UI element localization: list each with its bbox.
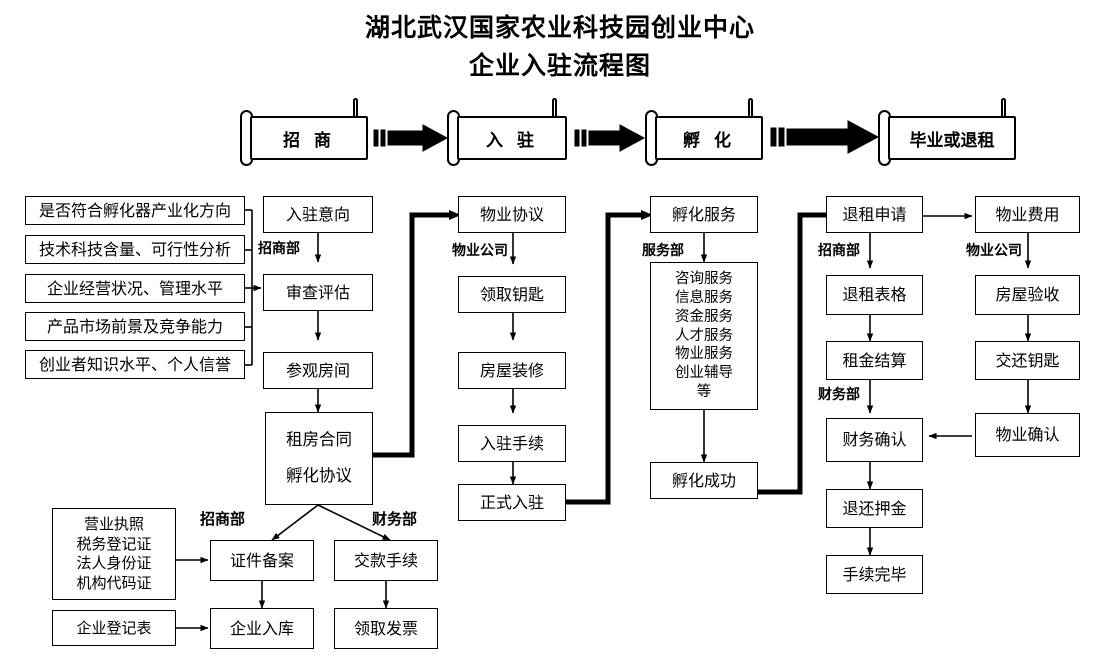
node-finance-confirm[interactable]: 财务确认 (826, 418, 923, 462)
node-get-keys[interactable]: 领取钥匙 (458, 276, 566, 313)
node-incubation-service[interactable]: 孵化服务 (650, 196, 758, 233)
node-move-in-procedure[interactable]: 入驻手续 (458, 425, 566, 462)
phase-banner-3[interactable]: 孵 化 (645, 98, 763, 166)
service-item: 创业辅导 (675, 365, 733, 382)
dept-label-service: 服务部 (642, 243, 684, 259)
phase-arrow-1 (373, 124, 449, 152)
node-property-agreement[interactable]: 物业协议 (458, 196, 566, 233)
node-exit-application[interactable]: 退租申请 (826, 196, 923, 233)
node-deposit-refund[interactable]: 退还押金 (826, 489, 923, 528)
link-movein-to-incubation (566, 212, 642, 505)
node-exit-form[interactable]: 退租表格 (826, 275, 923, 315)
phase-label: 孵 化 (655, 116, 763, 160)
dept-label-property-2: 物业公司 (966, 243, 1022, 259)
service-item: 资金服务 (675, 308, 733, 325)
phase-label: 招 商 (250, 116, 368, 160)
contract-line-1: 租房合同 (286, 430, 352, 450)
criteria-box-4[interactable]: 产品市场前景及竞争能力 (25, 312, 245, 341)
node-official-move-in[interactable]: 正式入驻 (458, 484, 566, 521)
criteria-box-2[interactable]: 技术科技含量、可行性分析 (25, 235, 245, 264)
node-room-visit[interactable]: 参观房间 (263, 352, 373, 389)
service-item: 咨询服务 (675, 271, 733, 288)
document-item: 法人身份证 (76, 554, 152, 572)
document-item: 税务登记证 (76, 534, 152, 553)
criteria-bracket (245, 209, 262, 366)
node-renovation[interactable]: 房屋装修 (458, 352, 566, 389)
phase-banner-1[interactable]: 招 商 (240, 98, 368, 166)
criteria-box-3[interactable]: 企业经营状况、管理水平 (25, 274, 245, 303)
phase-arrow-2 (574, 124, 646, 152)
phase-arrow-3 (770, 120, 880, 154)
node-move-in-intent[interactable]: 入驻意向 (263, 196, 373, 233)
node-return-keys[interactable]: 交还钥匙 (975, 341, 1080, 380)
node-procedure-complete[interactable]: 手续完毕 (826, 555, 923, 594)
node-receive-invoice[interactable]: 领取发票 (334, 608, 438, 649)
document-item: 机构代码证 (76, 573, 152, 592)
page-title-line2: 企业入驻流程图 (468, 51, 651, 80)
page-title-line1: 湖北武汉国家农业科技园创业中心 (364, 13, 755, 42)
phase-banner-2[interactable]: 入 驻 (447, 98, 567, 166)
node-incubation-success[interactable]: 孵化成功 (650, 462, 758, 499)
link-contract-to-property (371, 212, 450, 458)
node-review-assessment[interactable]: 审查评估 (263, 274, 373, 311)
dept-label-investment-3: 招商部 (200, 510, 246, 528)
dept-label-finance-1: 财务部 (818, 387, 860, 403)
document-item: 营业执照 (83, 515, 144, 533)
node-rent-settlement[interactable]: 租金结算 (826, 341, 923, 380)
dept-label-finance-2: 财务部 (372, 510, 418, 528)
dept-label-property-1: 物业公司 (452, 243, 508, 259)
node-enterprise-database[interactable]: 企业入库 (210, 608, 314, 649)
node-document-list[interactable]: 营业执照 税务登记证 法人身份证 机构代码证 (52, 508, 176, 600)
phase-label: 入 驻 (457, 116, 567, 160)
node-property-confirm[interactable]: 物业确认 (975, 413, 1080, 457)
service-item: 信息服务 (675, 289, 733, 306)
contract-line-2: 孵化协议 (286, 465, 352, 485)
phase-banner-4[interactable]: 毕业或退租 (878, 98, 1016, 166)
node-service-list[interactable]: 咨询服务 信息服务 资金服务 人才服务 物业服务 创业辅导 等 (650, 262, 758, 410)
criteria-box-1[interactable]: 是否符合孵化器产业化方向 (25, 196, 245, 225)
criteria-box-5[interactable]: 创业者知识水平、个人信誉 (25, 350, 245, 379)
dept-label-investment-1: 招商部 (258, 241, 300, 257)
dept-label-investment-2: 招商部 (818, 243, 860, 259)
node-house-inspection[interactable]: 房屋验收 (975, 275, 1080, 315)
node-document-filing[interactable]: 证件备案 (210, 540, 314, 581)
service-item: 等 (696, 384, 712, 401)
node-contract-agreement[interactable]: 租房合同 孵化协议 (265, 412, 373, 505)
node-property-fee[interactable]: 物业费用 (975, 196, 1080, 233)
phase-label: 毕业或退租 (888, 116, 1016, 160)
node-payment-procedure[interactable]: 交款手续 (334, 540, 438, 581)
service-item: 物业服务 (675, 346, 733, 363)
node-registration-form[interactable]: 企业登记表 (52, 610, 176, 646)
service-item: 人才服务 (675, 327, 733, 344)
